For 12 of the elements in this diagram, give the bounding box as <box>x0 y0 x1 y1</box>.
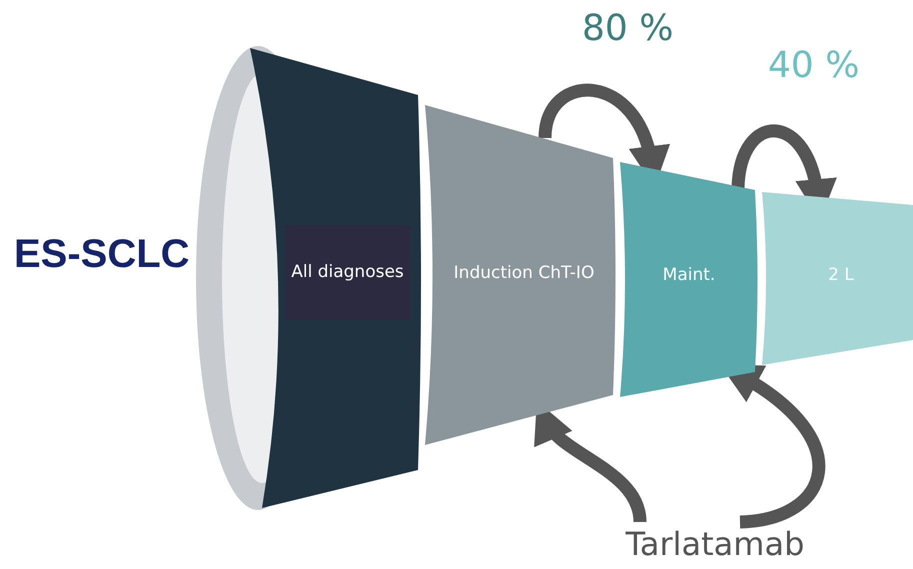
diagram-label: ES-SCLC <box>14 232 190 277</box>
funnel-segment <box>424 104 617 447</box>
segment-label: 2 L <box>827 264 855 288</box>
segment-label: Maint. <box>662 264 716 288</box>
funnel-segment <box>619 161 759 399</box>
funnel-segment <box>761 191 913 367</box>
segment-label: Induction ChT-IO <box>452 262 596 286</box>
drug-label: Tarlatamab <box>615 522 815 566</box>
edge-label: 80 % <box>582 8 674 49</box>
segment-label: All diagnoses <box>290 260 405 284</box>
edge-label: 40 % <box>768 45 860 86</box>
funnel-segment <box>248 46 422 510</box>
